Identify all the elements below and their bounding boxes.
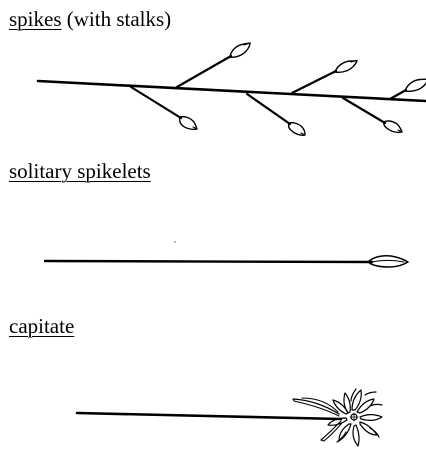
spikes-stalk-upper-2 xyxy=(292,71,336,93)
solitary-stem xyxy=(45,261,372,262)
capitate-stem xyxy=(77,413,341,419)
spikes-illustration xyxy=(38,43,426,135)
spikes-main-axis xyxy=(38,81,426,101)
spikes-spikelet-upper-2 xyxy=(335,61,357,73)
spikes-spikelet-upper-1 xyxy=(230,43,250,57)
capitate-illustration xyxy=(77,389,382,446)
solitary-spikelet-illustration xyxy=(45,241,408,267)
spikes-stalk-upper-1 xyxy=(177,56,231,87)
spikes-stalk-upper-3 xyxy=(390,90,406,99)
spikes-stalk-lower-2 xyxy=(247,94,290,124)
capitate-flower-head xyxy=(328,389,382,446)
spikes-stalk-lower-1 xyxy=(131,87,181,118)
spikes-spikelet-upper-3 xyxy=(405,79,426,91)
spikes-stalk-lower-3 xyxy=(343,98,385,123)
